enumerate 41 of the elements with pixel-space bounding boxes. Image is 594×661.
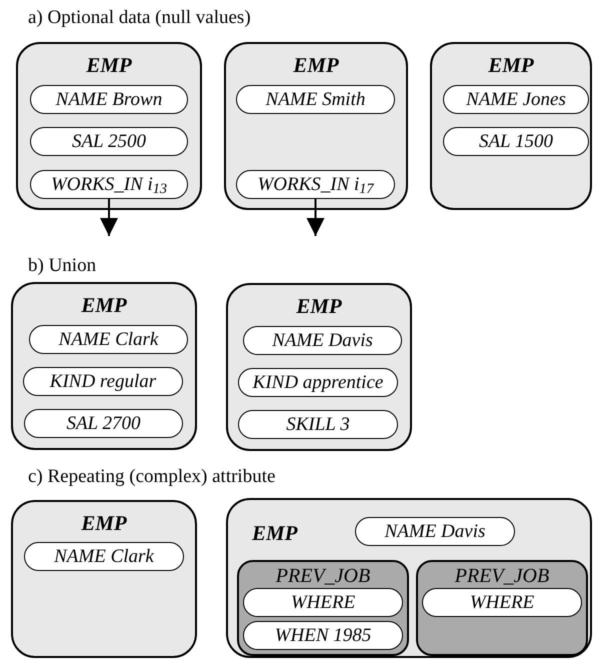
- section-heading: c) Repeating (complex) attribute: [28, 465, 276, 489]
- section-heading: b) Union: [28, 254, 96, 278]
- arrow: [306, 199, 324, 236]
- attribute-pill: NAME Smith: [236, 85, 395, 114]
- attribute-pill: KIND regular: [23, 367, 183, 396]
- attribute-pill: SAL 2700: [24, 409, 183, 438]
- attribute-pill: KIND apprentice: [238, 368, 398, 397]
- entity-name: EMP: [81, 292, 127, 318]
- attribute-pill: WORKS_IN i$_{17}$: [236, 170, 395, 199]
- attribute-pill: NAME Jones: [443, 85, 589, 114]
- entity-box: [226, 498, 592, 658]
- entity-name: EMP: [296, 293, 342, 319]
- entity-box: [16, 42, 202, 210]
- attribute-pill: NAME Davis: [355, 517, 515, 546]
- arrow: [100, 199, 118, 236]
- entity-box: [226, 283, 412, 451]
- attribute-pill: WHEN 1985: [243, 621, 403, 650]
- group-box: [416, 560, 588, 656]
- group-name: PREV_JOB: [276, 564, 370, 588]
- attribute-pill: NAME Davis: [243, 326, 402, 355]
- attribute-pill: NAME Clark: [29, 325, 188, 354]
- entity-name: EMP: [86, 52, 132, 78]
- entity-box: [430, 42, 592, 210]
- attribute-pill: NAME Brown: [30, 85, 188, 114]
- entity-name: EMP: [293, 52, 339, 78]
- entity-name: EMP: [252, 520, 298, 546]
- attribute-pill: SAL 1500: [443, 127, 589, 156]
- group-name: PREV_JOB: [454, 564, 550, 588]
- attribute-pill: WHERE: [243, 588, 403, 617]
- group-box: [237, 560, 409, 656]
- entity-box: [11, 500, 197, 658]
- attribute-pill: WORKS_IN i$_{13}$: [30, 170, 188, 199]
- attribute-pill: SKILL 3: [238, 410, 398, 439]
- attribute-pill: WHERE: [422, 588, 582, 617]
- entity-box: [224, 42, 408, 210]
- entity-box: [11, 282, 197, 450]
- attribute-pill: SAL 2500: [30, 127, 188, 156]
- section-heading: a) Optional data (null values): [28, 6, 251, 30]
- entity-name: EMP: [81, 510, 127, 536]
- attribute-pill: NAME Clark: [24, 542, 184, 571]
- entity-name: EMP: [488, 52, 534, 78]
